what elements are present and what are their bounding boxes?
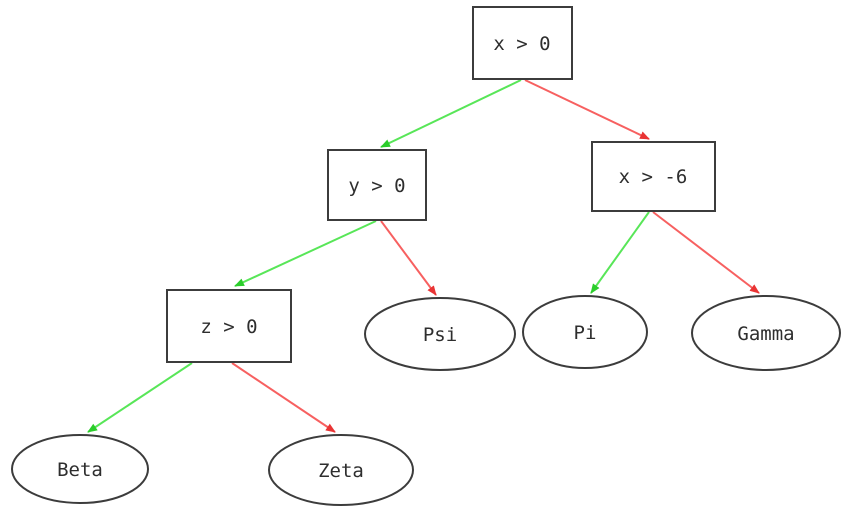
node-z0-box xyxy=(166,289,292,363)
edge-y0-to-z0-green xyxy=(234,220,377,287)
edge-root-to-xm6-red xyxy=(524,79,650,140)
node-root-label: x > 0 xyxy=(493,33,550,55)
leaf-gamma: Gamma xyxy=(691,295,841,371)
edge-y0-to-psi-red xyxy=(380,220,437,296)
leaf-psi-ellipse xyxy=(364,297,516,371)
node-y0-label: y > 0 xyxy=(348,175,405,197)
node-root-x-gt-0: x > 0 xyxy=(472,6,573,80)
node-z-gt-0: z > 0 xyxy=(166,289,292,363)
edges xyxy=(87,79,760,433)
leaf-gamma-ellipse xyxy=(691,295,841,371)
edge-z0-to-zeta-red xyxy=(231,362,336,433)
edge-xm6-to-gamma-red xyxy=(652,211,760,294)
leaf-beta: Beta xyxy=(11,434,149,504)
leaf-pi-ellipse xyxy=(522,295,648,369)
leaf-beta-ellipse xyxy=(11,434,149,504)
node-root-box xyxy=(472,6,573,80)
leaf-pi-label: Pi xyxy=(574,322,597,344)
node-x-gt-neg6: x > -6 xyxy=(591,141,716,212)
leaf-beta-label: Beta xyxy=(57,459,103,481)
node-y0-box xyxy=(327,149,427,221)
node-xm6-box xyxy=(591,141,716,212)
leaf-zeta-ellipse xyxy=(268,434,414,506)
leaf-zeta-label: Zeta xyxy=(318,460,364,482)
edge-xm6-to-pi-green xyxy=(590,211,650,294)
leaf-psi-label: Psi xyxy=(423,324,457,346)
node-z0-label: z > 0 xyxy=(200,316,257,338)
leaf-pi: Pi xyxy=(522,295,648,369)
leaf-zeta: Zeta xyxy=(268,434,414,506)
edge-z0-to-beta-green xyxy=(87,362,193,433)
leaf-psi: Psi xyxy=(364,297,516,371)
node-xm6-label: x > -6 xyxy=(619,166,688,188)
node-y-gt-0: y > 0 xyxy=(327,149,427,221)
edge-root-to-y0-green xyxy=(380,79,522,148)
leaf-gamma-label: Gamma xyxy=(737,323,794,345)
